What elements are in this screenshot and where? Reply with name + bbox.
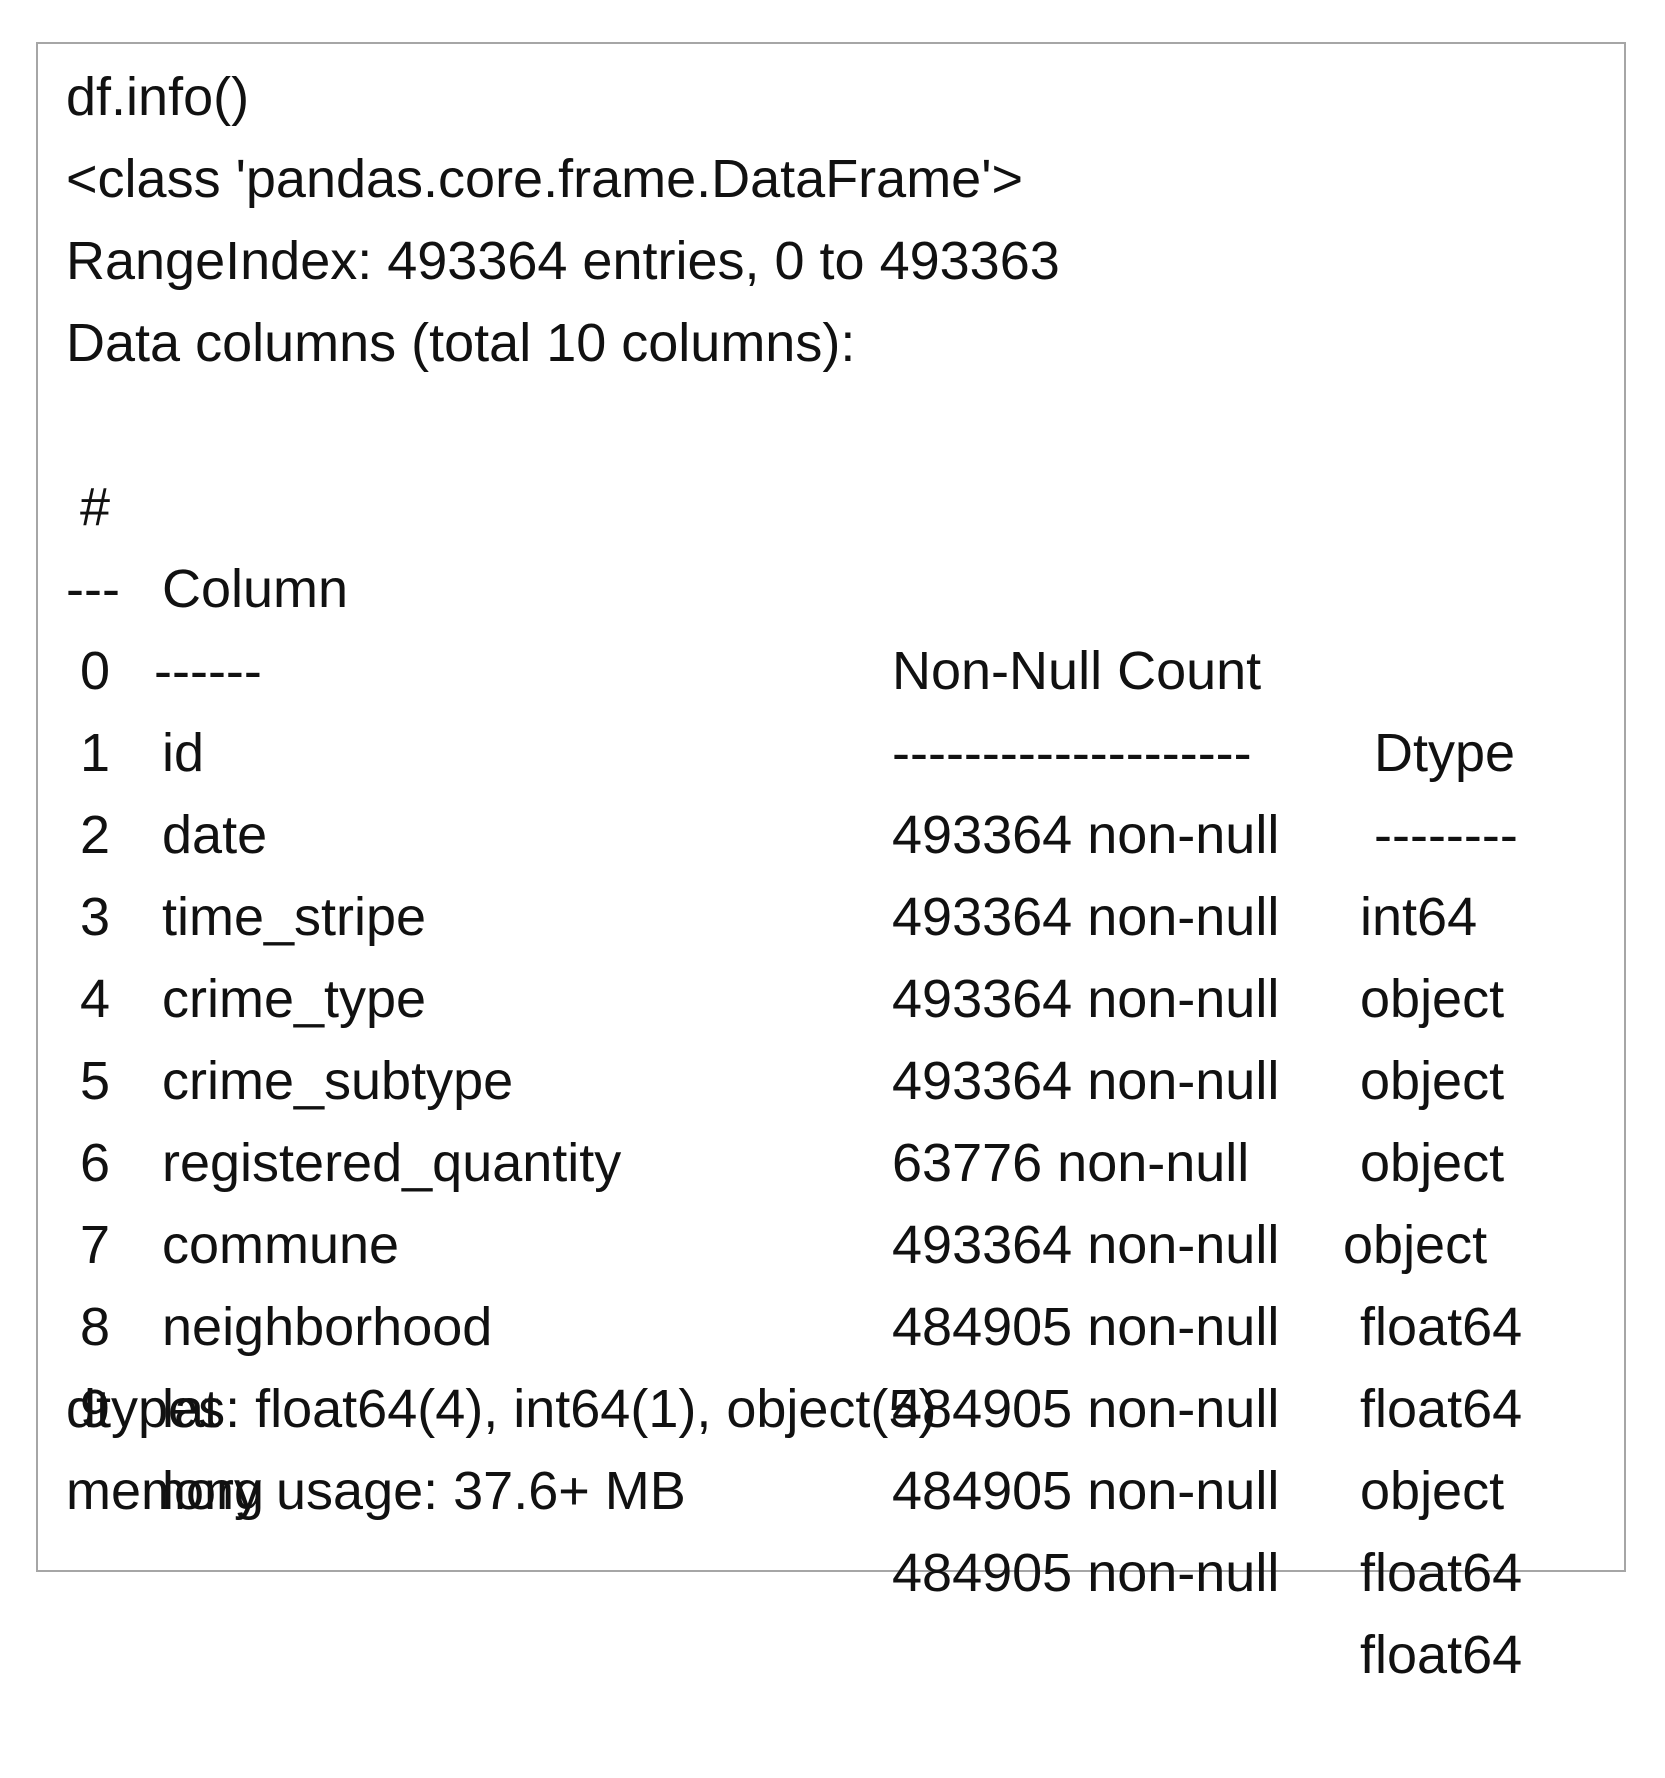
row-dtype: object: [1360, 1051, 1505, 1111]
row-non-null-count: 484905 non-null: [892, 1543, 1280, 1603]
table-row: 9 long 484905 non-null float64: [38, 1286, 1624, 1685]
table-row: 3 crime_type 493364 non-null object: [38, 794, 1624, 1193]
row-index: 9: [80, 1379, 111, 1439]
row-non-null-count: 493364 non-null: [892, 887, 1280, 947]
range-index-line: RangeIndex: 493364 entries, 0 to 493363: [66, 231, 1060, 291]
row-non-null-count: 493364 non-null: [892, 969, 1280, 1029]
separator-dtype: --------: [1374, 805, 1518, 865]
row-non-null-count: 493364 non-null: [892, 1215, 1280, 1275]
row-dtype: float64: [1360, 1625, 1523, 1685]
row-column-name: crime_subtype: [162, 1051, 514, 1111]
class-line: <class 'pandas.core.frame.DataFrame'>: [66, 149, 1024, 209]
row-column-name: id: [162, 723, 205, 783]
row-index: 8: [80, 1297, 111, 1357]
separator-count: --------------------: [892, 723, 1252, 783]
row-dtype: float64: [1360, 1379, 1523, 1439]
row-dtype: object: [1360, 1461, 1505, 1521]
header-column: Column: [162, 559, 349, 619]
row-column-name: crime_type: [162, 969, 427, 1029]
table-row: 5 registered_quantity 493364 non-null fl…: [38, 958, 1624, 1357]
row-dtype: object: [1360, 1133, 1505, 1193]
info-call-line: df.info(): [66, 67, 250, 127]
separator-column: ------: [154, 641, 262, 701]
row-column-name: commune: [162, 1215, 400, 1275]
row-dtype: object: [1360, 969, 1505, 1029]
row-column-name: neighborhood: [162, 1297, 493, 1357]
row-column-name: date: [162, 805, 268, 865]
row-index: 0: [80, 641, 111, 701]
memory-usage-line: memory usage: 37.6+ MB: [66, 1461, 686, 1521]
row-index: 7: [80, 1215, 111, 1275]
table-row: 0 id 493364 non-null int64: [38, 548, 1624, 947]
row-index: 4: [80, 969, 111, 1029]
header-dtype: Dtype: [1374, 723, 1516, 783]
table-row: 6 commune 484905 non-null float64: [38, 1040, 1624, 1439]
table-header-row: # Column Non-Null Count Dtype: [38, 384, 1624, 783]
row-column-name: time_stripe: [162, 887, 427, 947]
separator-index: ---: [66, 559, 120, 619]
data-columns-line: Data columns (total 10 columns):: [66, 313, 856, 373]
table-row: 7 neighborhood 484905 non-null object: [38, 1122, 1624, 1521]
table-row: 8 lat 484905 non-null float64: [38, 1204, 1624, 1603]
row-index: 3: [80, 887, 111, 947]
dtypes-summary-line: dtypes: float64(4), int64(1), object(5): [66, 1379, 937, 1439]
row-dtype: int64: [1360, 887, 1478, 947]
row-non-null-count: 493364 non-null: [892, 805, 1280, 865]
row-column-name: registered_quantity: [162, 1133, 622, 1193]
row-dtype: float64: [1360, 1543, 1523, 1603]
row-index: 6: [80, 1133, 111, 1193]
table-row: 1 date 493364 non-null object: [38, 630, 1624, 1029]
row-non-null-count: 493364 non-null: [892, 1051, 1280, 1111]
table-row: 4 crime_subtype 63776 non-null object: [38, 876, 1624, 1275]
separator-row: --- ------ -------------------- --------: [38, 466, 1624, 865]
df-info-output-panel: df.info() <class 'pandas.core.frame.Data…: [36, 42, 1626, 1685]
row-dtype: float64: [1360, 1297, 1523, 1357]
header-index: #: [80, 477, 111, 537]
row-column-name: long: [162, 1461, 265, 1521]
table-row: 2 time_stripe 493364 non-null object: [38, 712, 1624, 1111]
row-non-null-count: 484905 non-null: [892, 1297, 1280, 1357]
row-index: 5: [80, 1051, 111, 1111]
row-column-name: lat: [162, 1379, 220, 1439]
row-dtype: object: [1343, 1215, 1488, 1275]
row-non-null-count: 484905 non-null: [892, 1461, 1280, 1521]
row-non-null-count: 63776 non-null: [892, 1133, 1250, 1193]
row-index: 1: [80, 723, 111, 783]
row-index: 2: [80, 805, 111, 865]
row-non-null-count: 484905 non-null: [892, 1379, 1280, 1439]
header-non-null-count: Non-Null Count: [892, 641, 1262, 701]
